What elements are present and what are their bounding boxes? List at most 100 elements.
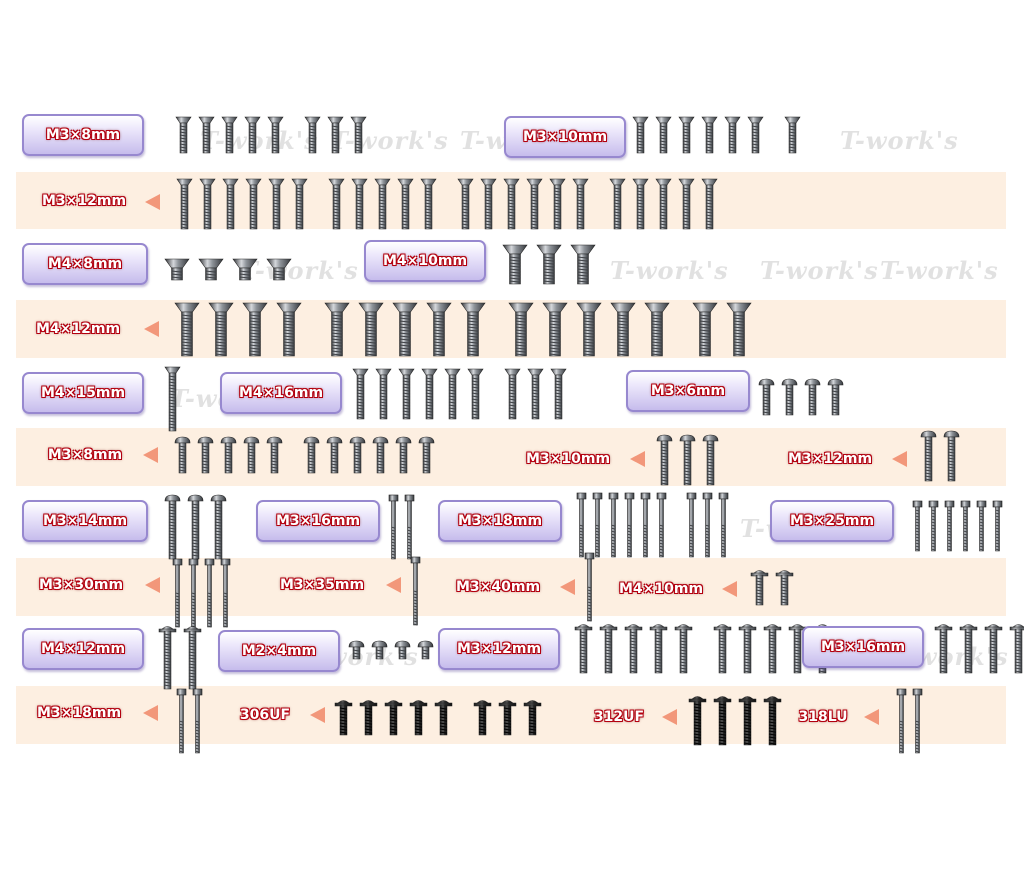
screw-icon [268,178,285,230]
screw-group [352,368,573,420]
screw-icon [788,624,807,674]
watermark: T-work's [760,256,879,285]
screw-icon [702,434,719,486]
screw-icon [164,258,190,281]
screw-icon [392,302,418,357]
size-label: M3×12mm [438,628,560,670]
screw-icon [943,430,960,482]
screw-group [410,556,426,626]
screw-icon [421,368,438,420]
screw-icon [692,302,718,357]
watermark: T-work's [200,126,319,155]
screw-group [174,436,441,474]
screw-icon [197,436,214,474]
pointer-arrow-icon [310,707,325,723]
screw-icon [417,640,434,660]
watermark: T-work's [240,256,359,285]
screw-group [174,302,760,357]
screw-icon [656,492,667,558]
screw-icon [457,178,474,230]
size-label: 306UF [239,707,291,723]
screw-group [334,698,548,736]
screw-icon [198,116,215,154]
screw-group [172,558,236,628]
screw-group [574,622,838,674]
screw-icon [174,436,191,474]
screw-icon [656,434,673,486]
screw-icon [394,640,411,660]
pointer-arrow-icon [630,451,645,467]
screw-icon [371,640,388,660]
screw-icon [758,378,775,416]
screw-icon [549,178,566,230]
size-label: M3×18mm [36,705,122,721]
pointer-arrow-icon [560,579,575,595]
screw-icon [266,258,292,281]
pointer-arrow-icon [145,577,160,593]
screw-icon [183,626,202,690]
screw-icon [266,436,283,474]
screw-icon [467,368,484,420]
screw-icon [655,116,672,154]
size-label: M3×6mm [626,370,750,412]
screw-icon [349,436,366,474]
size-label: M3×8mm [47,447,123,463]
screw-icon [959,624,978,674]
size-label: M3×8mm [22,114,144,156]
screw-icon [334,700,353,736]
size-label: M3×30mm [38,577,124,593]
screw-icon [327,116,344,154]
screw-group [164,258,300,281]
screw-icon [375,368,392,420]
screw-icon [395,436,412,474]
screw-icon [388,494,399,560]
screw-icon [243,436,260,474]
screw-group [656,434,725,486]
screw-group [175,116,373,154]
screw-group [934,622,1024,674]
row-band-8 [16,558,1006,616]
size-label: M4×10mm [618,581,704,597]
screw-icon [175,116,192,154]
screw-icon [444,368,461,420]
screw-icon [409,700,428,736]
screw-icon [655,178,672,230]
screw-icon [473,700,492,736]
size-label: M3×14mm [22,500,148,542]
screw-icon [713,696,732,746]
size-label: M4×12mm [35,321,121,337]
screw-group [176,178,724,230]
screw-icon [726,302,752,357]
watermark: T-work's [610,256,729,285]
screw-group [158,624,208,690]
screw-icon [624,624,643,674]
screw-group [632,116,807,154]
screw-icon [188,558,199,628]
pointer-arrow-icon [144,321,159,337]
screw-icon [527,368,544,420]
screw-icon [460,302,486,357]
screw-group [896,688,928,754]
screw-group [750,568,800,606]
screw-icon [220,436,237,474]
screw-icon [608,492,619,558]
screw-icon [701,178,718,230]
screw-icon [372,436,389,474]
screw-group [758,378,850,416]
size-label: M3×35mm [279,577,365,593]
screw-icon [244,116,261,154]
screw-icon [164,494,181,560]
screw-icon [503,178,520,230]
pointer-arrow-icon [386,577,401,593]
screw-icon [410,556,421,626]
screw-icon [649,624,668,674]
size-label: M3×25mm [770,500,894,542]
pointer-arrow-icon [143,447,158,463]
pointer-arrow-icon [662,709,677,725]
size-label: M4×10mm [364,240,486,282]
screw-icon [1009,624,1024,674]
screw-icon [208,302,234,357]
screw-icon [176,178,193,230]
size-label: M4×8mm [22,243,148,285]
